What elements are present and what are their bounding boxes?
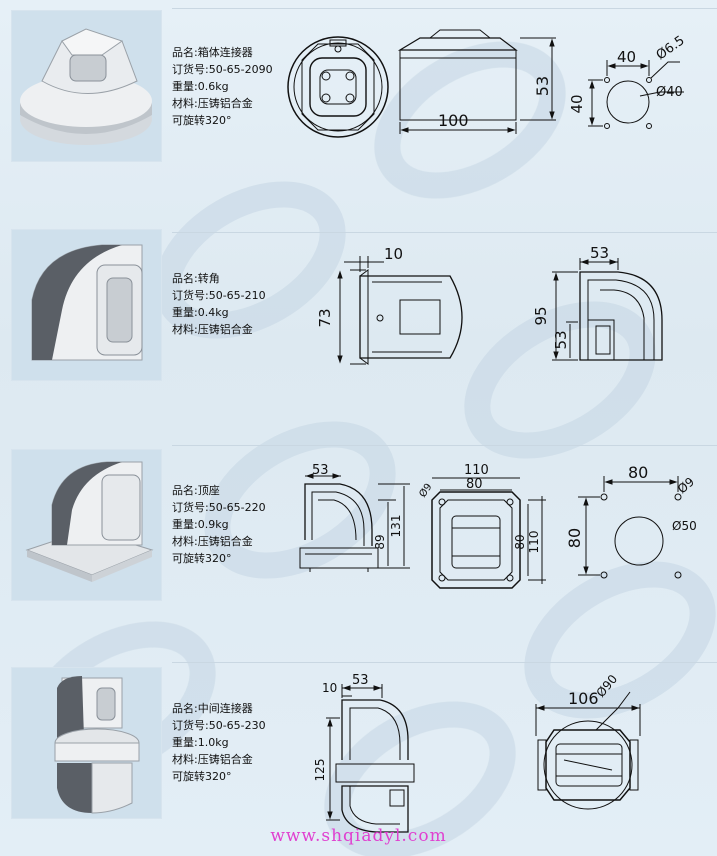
- dim-label: 10: [384, 245, 403, 263]
- section-divider: [172, 8, 717, 9]
- drawing-3-top-view: [431, 477, 546, 589]
- footer-website[interactable]: www.shqiadyl.com: [270, 826, 447, 846]
- weight: 重量:0.6kg: [172, 80, 229, 93]
- rotation: 可旋转320°: [172, 114, 232, 127]
- product-photo-corner: [11, 229, 162, 381]
- order-number: 订货号:50-65-210: [172, 289, 266, 302]
- product-spec-1: 品名:箱体连接器 订货号:50-65-2090 重量:0.6kg 材料:压铸铝合…: [172, 44, 273, 129]
- section-divider: [172, 232, 717, 233]
- section-divider: [172, 445, 717, 446]
- drawing-2-elbow-view: [552, 258, 663, 361]
- drawing-1-bolt-pattern: [588, 60, 684, 129]
- dim-label: 53: [552, 330, 570, 349]
- order-number: 订货号:50-65-230: [172, 719, 266, 732]
- product-photo-top-mount: [11, 449, 162, 601]
- dim-label: 106: [568, 689, 599, 708]
- dim-label: 40: [617, 48, 636, 66]
- weight: 重量:0.9kg: [172, 518, 229, 531]
- product-photo-box-connector: [11, 10, 162, 162]
- dim-label: 100: [438, 111, 469, 130]
- dim-label: 95: [532, 306, 550, 325]
- dim-label: 53: [312, 463, 329, 478]
- dim-label: 53: [533, 76, 552, 96]
- dim-label: 73: [316, 308, 334, 327]
- dim-label: 89: [373, 534, 387, 549]
- dim-label: 131: [389, 515, 403, 538]
- weight: 重量:0.4kg: [172, 306, 229, 319]
- order-number: 订货号:50-65-220: [172, 501, 266, 514]
- dim-label: 80: [565, 528, 584, 548]
- product-name: 品名:转角: [172, 272, 220, 285]
- product-spec-2: 品名:转角 订货号:50-65-210 重量:0.4kg 材料:压铸铝合金: [172, 270, 266, 338]
- product-name: 品名:中间连接器: [172, 702, 253, 715]
- drawing-1-top-view: [287, 36, 389, 138]
- material: 材料:压铸铝合金: [172, 323, 253, 336]
- order-number: 订货号:50-65-2090: [172, 63, 273, 76]
- product-name: 品名:箱体连接器: [172, 46, 253, 59]
- product-spec-4: 品名:中间连接器 订货号:50-65-230 重量:1.0kg 材料:压铸铝合金…: [172, 700, 266, 785]
- drawing-3-side-view: [299, 473, 410, 572]
- dim-label: Ø9: [417, 481, 435, 500]
- drawing-2-side-view: [337, 256, 463, 365]
- drawing-3-base-plate: [578, 476, 682, 579]
- dim-label: Ø40: [656, 85, 683, 100]
- dim-label: Ø6.5: [654, 33, 688, 63]
- product-photo-middle-connector: [11, 667, 162, 819]
- dim-label: 53: [352, 673, 369, 688]
- dim-label: 80: [628, 463, 648, 482]
- dim-label: 40: [568, 94, 586, 113]
- product-spec-3: 品名:顶座 订货号:50-65-220 重量:0.9kg 材料:压铸铝合金 可旋…: [172, 482, 266, 567]
- dim-label: 53: [590, 244, 609, 262]
- dim-label: 80: [466, 477, 483, 492]
- drawing-1-side-view: [397, 29, 556, 134]
- dim-label: 110: [464, 463, 489, 478]
- drawing-4-side-view: [326, 684, 415, 833]
- material: 材料:压铸铝合金: [172, 97, 253, 110]
- dim-label: 125: [313, 759, 327, 782]
- dim-label: Ø9: [675, 475, 697, 497]
- product-name: 品名:顶座: [172, 484, 220, 497]
- weight: 重量:1.0kg: [172, 736, 229, 749]
- dim-label: 110: [527, 531, 541, 554]
- dim-label: 10: [322, 681, 337, 695]
- rotation: 可旋转320°: [172, 770, 232, 783]
- dim-label: 80: [513, 534, 527, 549]
- material: 材料:压铸铝合金: [172, 535, 253, 548]
- rotation: 可旋转320°: [172, 552, 232, 565]
- section-divider: [172, 662, 717, 663]
- drawing-4-top-view: [535, 691, 641, 810]
- material: 材料:压铸铝合金: [172, 753, 253, 766]
- dim-label: Ø50: [672, 519, 697, 533]
